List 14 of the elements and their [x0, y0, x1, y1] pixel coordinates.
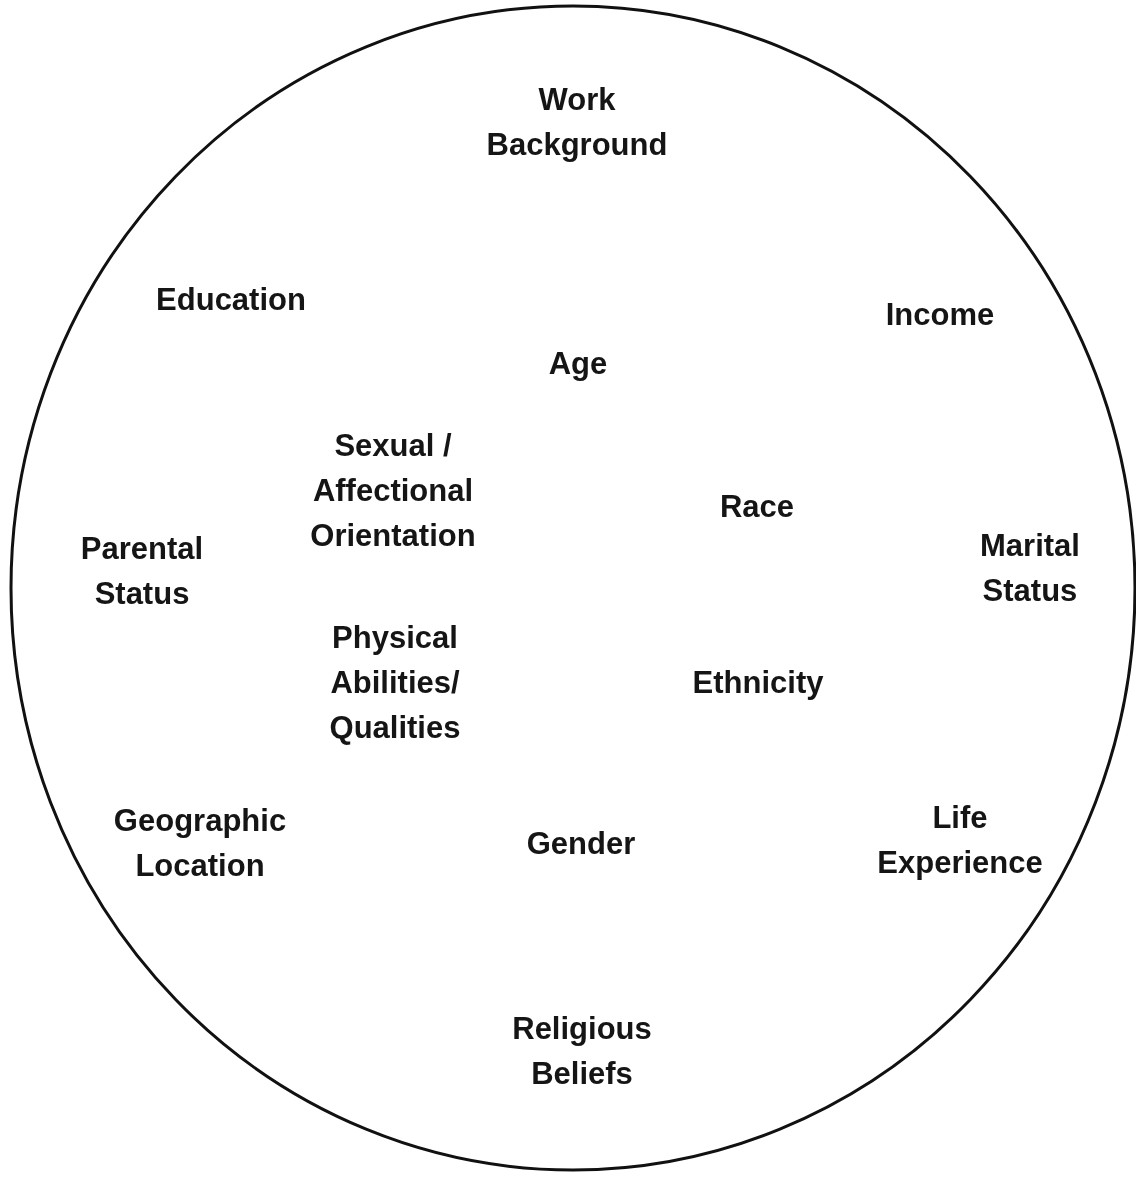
- category-label: Life Experience: [877, 799, 1043, 882]
- category-label: Geographic Location: [113, 802, 287, 885]
- category-label: Education: [156, 280, 306, 319]
- category-label: Age: [548, 344, 608, 383]
- category-label: Race: [719, 487, 795, 526]
- category-label: Religious Beliefs: [512, 1010, 652, 1093]
- category-label: Ethnicity: [692, 663, 824, 702]
- category-label: Marital Status: [980, 527, 1080, 610]
- category-label: Income: [885, 295, 995, 334]
- category-label: Parental Status: [80, 530, 204, 613]
- category-label: Gender: [526, 824, 636, 863]
- category-label: Physical Abilities/ Qualities: [329, 618, 461, 747]
- category-label: Work Background: [486, 81, 668, 164]
- category-label: Sexual / Affectional Orientation: [309, 426, 477, 555]
